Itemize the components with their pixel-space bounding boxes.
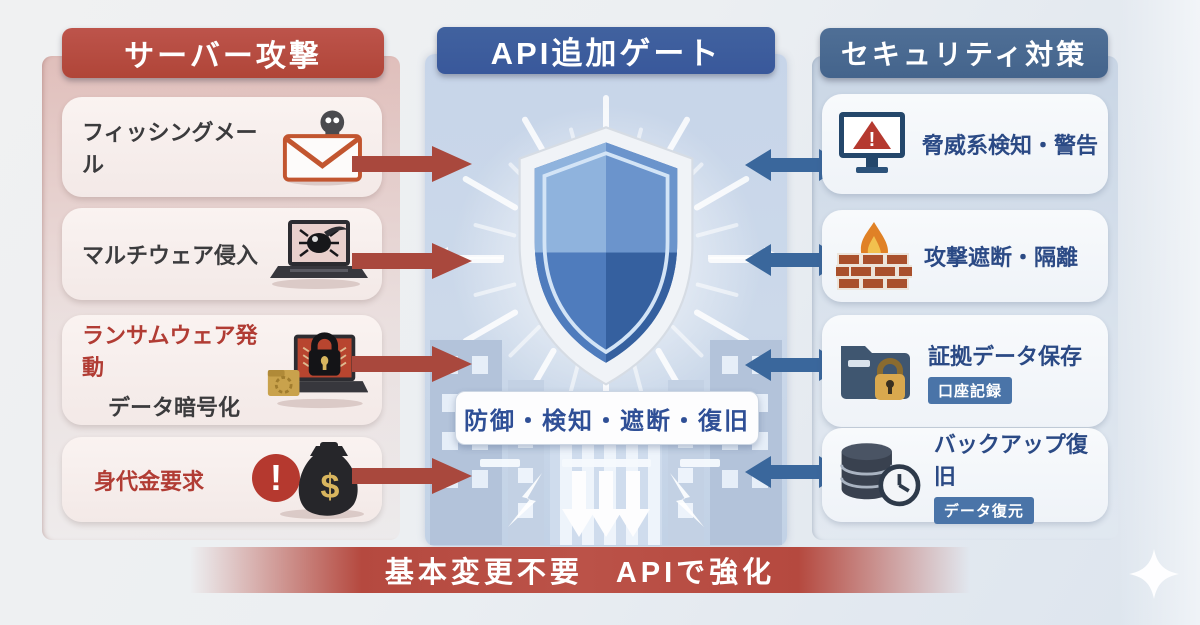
folder-lock-icon [841,346,910,400]
security-item-evidence-label: 証拠データ保存 [928,343,1083,369]
ransom-alert-moneybag-icon: ! $ [252,441,364,519]
attack-item-ransom-label: 身代金要求 [94,468,205,494]
attack-item-ransom: 身代金要求 ! $ [62,437,382,522]
defense-arrow-4 [745,456,845,488]
attack-arrow-4 [352,458,472,494]
gate-header: API追加ゲート [437,27,775,74]
backup-badge: データ復元 [933,496,1034,524]
database-clock-icon [840,443,921,507]
monitor-warning-icon: ! [839,112,905,173]
defense-arrow-3 [745,349,845,381]
security-item-backup: バックアップ復旧 データ復元 [822,428,1108,524]
security-header-text: セキュリティ対策 [840,39,1088,70]
gate-capability-text: 防御・検知・遮断・復旧 [464,407,750,435]
attack-arrow-1 [352,146,472,182]
down-arrows-graphic [480,459,720,537]
sparkle-icon [1129,549,1179,599]
money-dollar-glyph: $ [321,468,340,506]
alert-exclamation-glyph: ! [270,457,282,498]
phishing-mail-skull-icon [283,110,363,186]
ransomware-lock-laptop-icon [267,332,368,409]
warning-exclamation-glyph: ! [869,129,876,151]
attack-arrow-2 [352,243,472,279]
security-item-detection: ! 脅威系検知・警告 [822,94,1108,194]
security-header: セキュリティ対策 [820,28,1108,78]
attack-item-ransomware-label: ランサムウェア発動 [82,323,258,380]
attack-item-ransomware: ランサムウェア発動 データ暗号化 [62,315,382,425]
malware-laptop-bug-icon [270,220,368,289]
attack-arrow-3 [352,346,472,382]
security-item-detection-label: 脅威系検知・警告 [922,133,1099,158]
gate-header-text: API追加ゲート [490,36,722,71]
firewall-flame-icon [836,222,912,290]
shield-icon [518,126,694,386]
security-item-evidence: 証拠データ保存 口座記録 [822,315,1108,427]
security-item-block-label: 攻撃遮断・隔離 [924,245,1079,270]
attack-item-phishing: フィッシングメール [62,97,382,197]
defense-arrow-2 [745,244,845,276]
attack-header-text: サーバー攻撃 [124,40,322,73]
security-item-block: 攻撃遮断・隔離 [822,210,1108,302]
attack-item-encryption-label: データ暗号化 [108,395,241,420]
footer-banner: 基本変更不要 APIで強化 [190,547,970,593]
attack-header: サーバー攻撃 [62,28,384,78]
attack-item-malware: マルチウェア侵入 [62,208,382,300]
evidence-badge: 口座記録 [928,376,1013,404]
gate-capability-label: 防御・検知・遮断・復旧 [455,391,759,445]
defense-arrow-1 [745,149,845,181]
footer-banner-text: 基本変更不要 APIで強化 [384,557,776,589]
attack-item-malware-label: マルチウェア侵入 [82,243,259,268]
attack-item-phishing-label: フィッシングメール [82,120,258,177]
security-item-backup-label: バックアップ復旧 [933,431,1088,489]
